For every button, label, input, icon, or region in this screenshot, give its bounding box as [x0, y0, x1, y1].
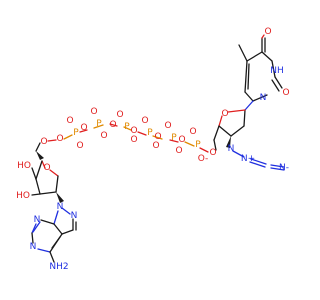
bridge-oxygen-3: O: [130, 126, 137, 136]
adenine-n3: N: [34, 215, 41, 225]
bridge-oxygen-6: O: [56, 134, 63, 144]
ring-oxygen-left: O: [43, 163, 50, 173]
ester-oxygen-right: O: [209, 148, 216, 158]
oxygen-p3-a: O: [141, 116, 148, 126]
phosphorus-2: P: [171, 133, 177, 143]
phosphorus-3: P: [147, 128, 153, 138]
oxygen-p2-a: O: [164, 121, 171, 131]
hydroxyl-upper: HO: [17, 161, 31, 171]
oxygen-p2-b: O: [175, 146, 182, 156]
bridge-oxygen-5: O: [80, 123, 87, 133]
ribose-ring-left: [31, 142, 64, 203]
adenine-n1: N: [30, 242, 37, 252]
adenine-base: [31, 207, 77, 263]
oxygen-p4-a: O: [116, 110, 123, 120]
oxide-anion: O-: [198, 154, 209, 164]
oxygen-p6-a: O: [76, 141, 83, 151]
phosphate-chain: [47, 123, 209, 153]
thymine-carbonyl-o-right: O: [282, 88, 289, 98]
phosphorus-4: P: [124, 122, 130, 132]
azide-n2: N+: [241, 154, 255, 164]
hydroxyl-lower: HO: [16, 191, 30, 201]
phosphorus-6: P: [73, 128, 79, 138]
bridge-oxygen-1: O: [178, 135, 185, 145]
azide-group: [232, 150, 285, 171]
oxygen-p1-a: O: [189, 127, 196, 137]
azide-n1: N: [228, 144, 235, 154]
oxygen-p4-b: O: [130, 135, 137, 145]
thymine-carbonyl-o-top: O: [264, 27, 271, 37]
adenine-amine: NH2: [49, 262, 68, 272]
phosphorus-5: P: [96, 119, 102, 129]
adenine-n7: N: [71, 211, 78, 221]
molecule-structure: O NH O N O O N N+ N- P O O- O P O O O P …: [16, 27, 289, 272]
oxygen-p6-b: O: [66, 116, 73, 126]
adenine-n9: N: [57, 202, 64, 212]
oxygen-p5-a: O: [100, 131, 107, 141]
bridge-oxygen-4: O: [109, 120, 116, 130]
thymine-base: [238, 34, 283, 111]
ring-oxygen-right: O: [221, 109, 228, 119]
azide-n3: N-: [279, 163, 289, 173]
phosphorus-1: P: [195, 140, 201, 150]
thymine-n1: N: [260, 93, 267, 103]
oxygen-p5-b: O: [90, 107, 97, 117]
oxygen-p3-b: O: [152, 141, 159, 151]
bridge-oxygen-2: O: [154, 132, 161, 142]
thymine-nh: NH: [270, 66, 284, 76]
deoxyribose-ring-right: [213, 109, 246, 151]
ester-oxygen-left: O: [40, 137, 47, 147]
